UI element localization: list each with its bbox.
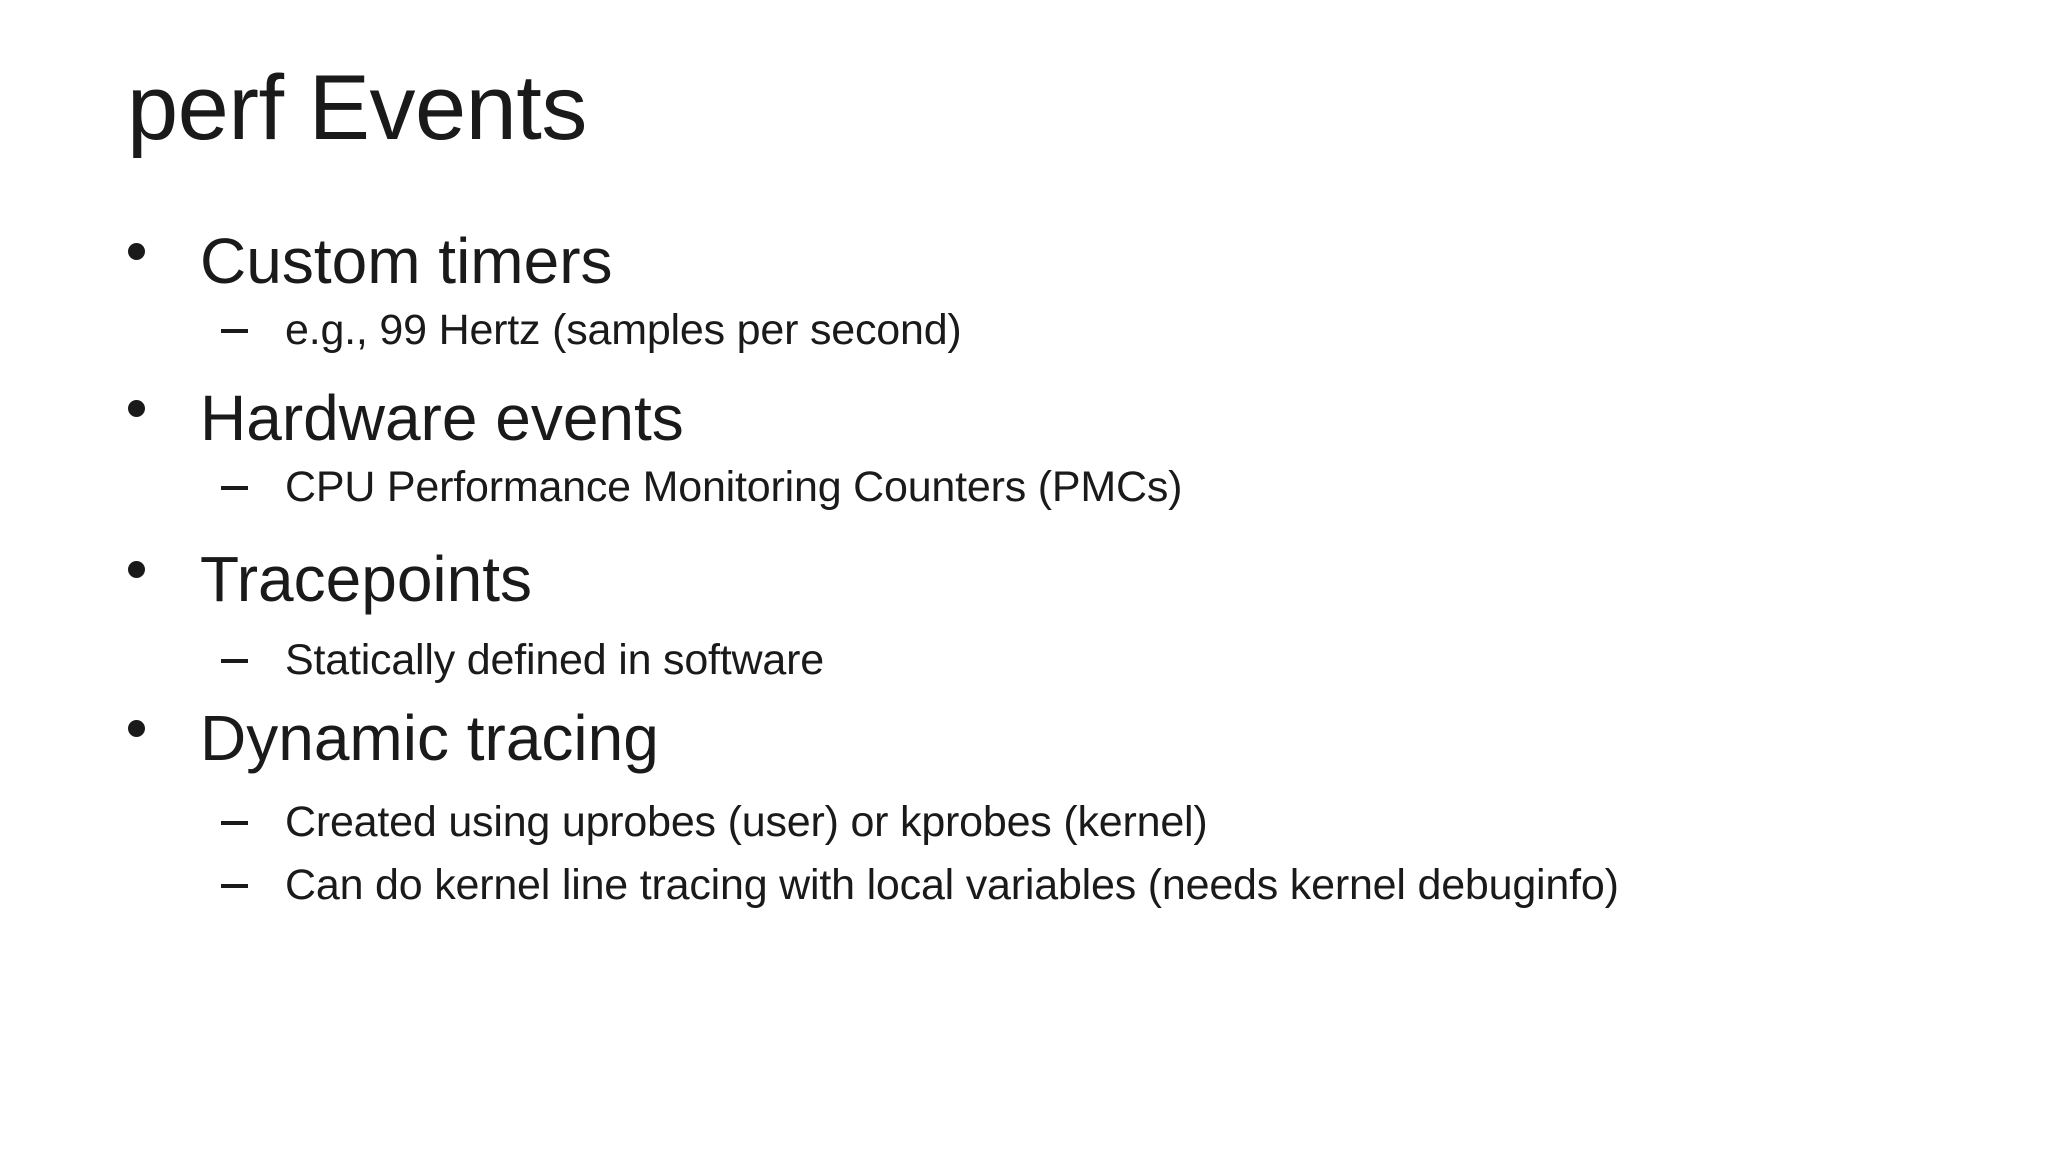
sub-bullet-item: e.g., 99 Hertz (samples per second) [0, 309, 2048, 352]
dash-icon [221, 329, 248, 333]
sub-bullet-label: e.g., 99 Hertz (samples per second) [285, 306, 962, 354]
bullet-item: Hardware events [0, 386, 2048, 450]
sub-bullet-item: CPU Performance Monitoring Counters (PMC… [0, 466, 2048, 509]
dash-icon [221, 659, 248, 663]
dash-icon [221, 821, 248, 825]
sub-bullet-label: Created using uprobes (user) or kprobes … [285, 798, 1208, 846]
sub-bullet-item: Can do kernel line tracing with local va… [0, 864, 2048, 907]
bullet-label: Custom timers [200, 225, 613, 297]
bullet-dot-icon [128, 243, 145, 260]
bullet-dot-icon [128, 720, 145, 737]
bullet-label: Dynamic tracing [200, 702, 659, 774]
slide-title: perf Events [127, 57, 587, 159]
bullet-item: Custom timers [0, 229, 2048, 293]
sub-bullet-label: Can do kernel line tracing with local va… [285, 861, 1619, 909]
bullet-label: Tracepoints [200, 543, 532, 615]
dash-icon [221, 884, 248, 888]
bullet-dot-icon [128, 400, 145, 417]
bullet-label: Hardware events [200, 382, 684, 454]
sub-bullet-item: Created using uprobes (user) or kprobes … [0, 801, 2048, 844]
bullet-dot-icon [128, 561, 145, 578]
sub-bullet-item: Statically defined in software [0, 639, 2048, 682]
bullet-item: Dynamic tracing [0, 706, 2048, 770]
sub-bullet-label: CPU Performance Monitoring Counters (PMC… [285, 463, 1183, 511]
dash-icon [221, 486, 248, 490]
bullet-item: Tracepoints [0, 547, 2048, 611]
sub-bullet-label: Statically defined in software [285, 636, 824, 684]
